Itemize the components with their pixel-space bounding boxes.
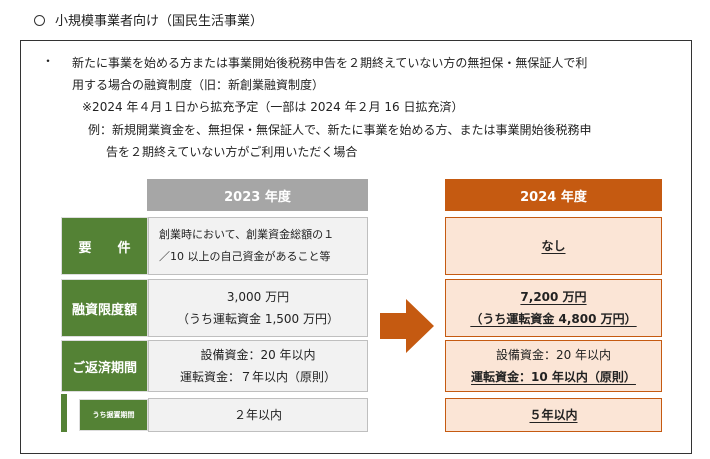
intro-line-1: 新たに事業を始める方または事業開始後税務申告を２期終えていない方の無担保・無保証… <box>72 56 588 70</box>
cell-2023-repayment-period: 設備資金：20 年以内 運転資金：７年以内（原則） <box>148 340 368 392</box>
cell-text: ２年以内 <box>233 408 282 422</box>
cell-text: （うち運転資金 1,500 万円） <box>177 312 339 326</box>
circle-icon <box>34 15 45 26</box>
right-arrow-icon <box>380 299 434 353</box>
intro-note: ※2024 年４月１日から拡充予定（一部は 2024 年２月 16 日拡充済） <box>82 100 464 114</box>
section-heading: 小規模事業者向け（国民生活事業） <box>34 10 263 29</box>
cell-2023-grace-period: ２年以内 <box>148 398 368 432</box>
cell-2023-loan-limit: 3,000 万円 （うち運転資金 1,500 万円） <box>148 279 368 337</box>
row-label-grace-period: うち据置期間 <box>79 399 148 431</box>
intro-example-2: 告を２期終えていない方がご利用いただく場合 <box>106 145 358 159</box>
cell-text: ５年以内 <box>529 408 578 422</box>
cell-text: 運転資金：10 年以内（原則） <box>471 370 636 384</box>
section-heading-text: 小規模事業者向け（国民生活事業） <box>55 14 264 29</box>
row-label-repayment-period: ご返済期間 <box>61 340 148 392</box>
cell-2023-requirements: 創業時において、創業資金総額の１ ／10 以上の自己資金があること等 <box>148 217 368 275</box>
cell-text: 創業時において、創業資金総額の１ <box>159 228 335 241</box>
cell-text: 設備資金：20 年以内 <box>495 348 612 362</box>
cell-text: 運転資金：７年以内（原則） <box>179 370 336 384</box>
sub-row-connector-inner <box>67 394 79 432</box>
content-frame <box>20 40 692 454</box>
cell-2024-grace-period: ５年以内 <box>445 398 662 432</box>
row-label-requirements: 要 件 <box>61 217 148 275</box>
cell-text: 7,200 万円 <box>520 290 587 304</box>
intro-example-1: 例：新規開業資金を、無担保・無保証人で、新たに事業を始める方、または事業開始後税… <box>88 123 592 137</box>
intro-line-2: 用する場合の融資制度（旧：新創業融資制度） <box>72 78 325 92</box>
cell-text: なし <box>541 239 566 253</box>
row-label-loan-limit: 融資限度額 <box>61 279 148 337</box>
cell-text: 3,000 万円 <box>226 290 290 304</box>
header-2024: 2024 年度 <box>445 179 662 211</box>
cell-2024-loan-limit: 7,200 万円 （うち運転資金 4,800 万円） <box>445 279 662 337</box>
bullet-mark: ・ <box>42 54 55 68</box>
cell-text: ／10 以上の自己資金があること等 <box>159 250 331 263</box>
cell-2024-requirements: なし <box>445 217 662 275</box>
cell-text: 設備資金：20 年以内 <box>200 348 316 362</box>
cell-text: （うち運転資金 4,800 万円） <box>470 312 637 326</box>
header-2023: 2023 年度 <box>147 179 368 211</box>
cell-2024-repayment-period: 設備資金：20 年以内 運転資金：10 年以内（原則） <box>445 340 662 392</box>
